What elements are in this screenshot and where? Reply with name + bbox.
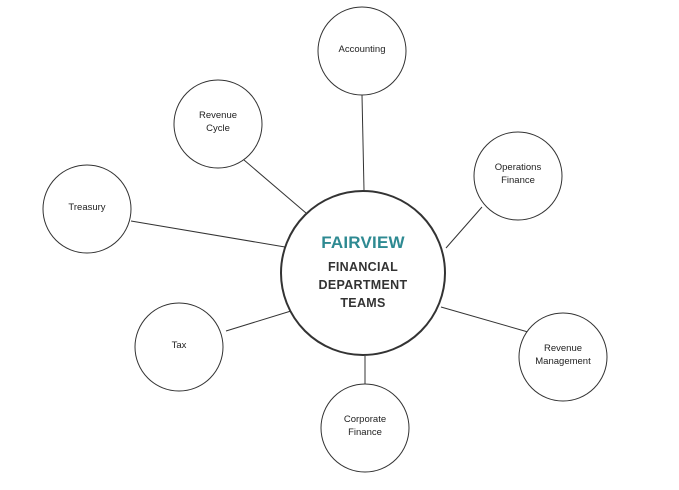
node-accounting (317, 6, 407, 96)
node-revenue-cycle (173, 79, 263, 169)
hub-label: FAIRVIEW FINANCIAL DEPARTMENT TEAMS (293, 232, 433, 312)
node-corporate-finance (320, 383, 410, 473)
node-operations-finance (473, 131, 563, 221)
connector-operations-finance (445, 206, 483, 249)
hub-circle (280, 190, 446, 356)
connector-revenue-management (440, 306, 529, 333)
team-label-accounting: Accounting (319, 44, 405, 57)
connector-tax (225, 310, 292, 332)
team-label-corporate-finance: Corporate Finance (322, 414, 408, 440)
hub-subtitle-line-3: TEAMS (340, 296, 386, 311)
connector-accounting (361, 94, 365, 191)
nodes (42, 6, 608, 473)
hub-subtitle-line-2: DEPARTMENT (318, 278, 408, 293)
node-revenue-management (518, 312, 608, 402)
connector-revenue-cycle (243, 159, 307, 214)
team-label-line: Cycle (206, 122, 230, 134)
team-label-line: Revenue (543, 343, 583, 354)
hub-subtitle-line-1: FINANCIAL (327, 259, 399, 274)
team-label-line: Accounting (338, 44, 386, 55)
team-label-tax: Tax (136, 340, 222, 353)
team-label-line: Treasury (68, 202, 106, 213)
team-label-line: Finance (348, 426, 382, 438)
team-label-line: Revenue (198, 110, 238, 121)
connectors (130, 94, 529, 384)
team-label-line: Management (535, 355, 591, 367)
hub-brand-title: FAIRVIEW (321, 233, 405, 252)
team-label-treasury: Treasury (44, 202, 130, 215)
team-label-revenue-cycle: Revenue Cycle (175, 110, 261, 136)
team-label-line: Operations (494, 162, 542, 173)
node-treasury (42, 164, 132, 254)
node-tax (134, 302, 224, 392)
team-label-revenue-management: Revenue Management (520, 343, 606, 369)
team-label-line: Corporate (343, 414, 387, 425)
team-label-line: Tax (171, 340, 187, 351)
team-label-line: Finance (501, 174, 535, 186)
team-label-operations-finance: Operations Finance (475, 162, 561, 188)
connector-treasury (130, 220, 286, 248)
